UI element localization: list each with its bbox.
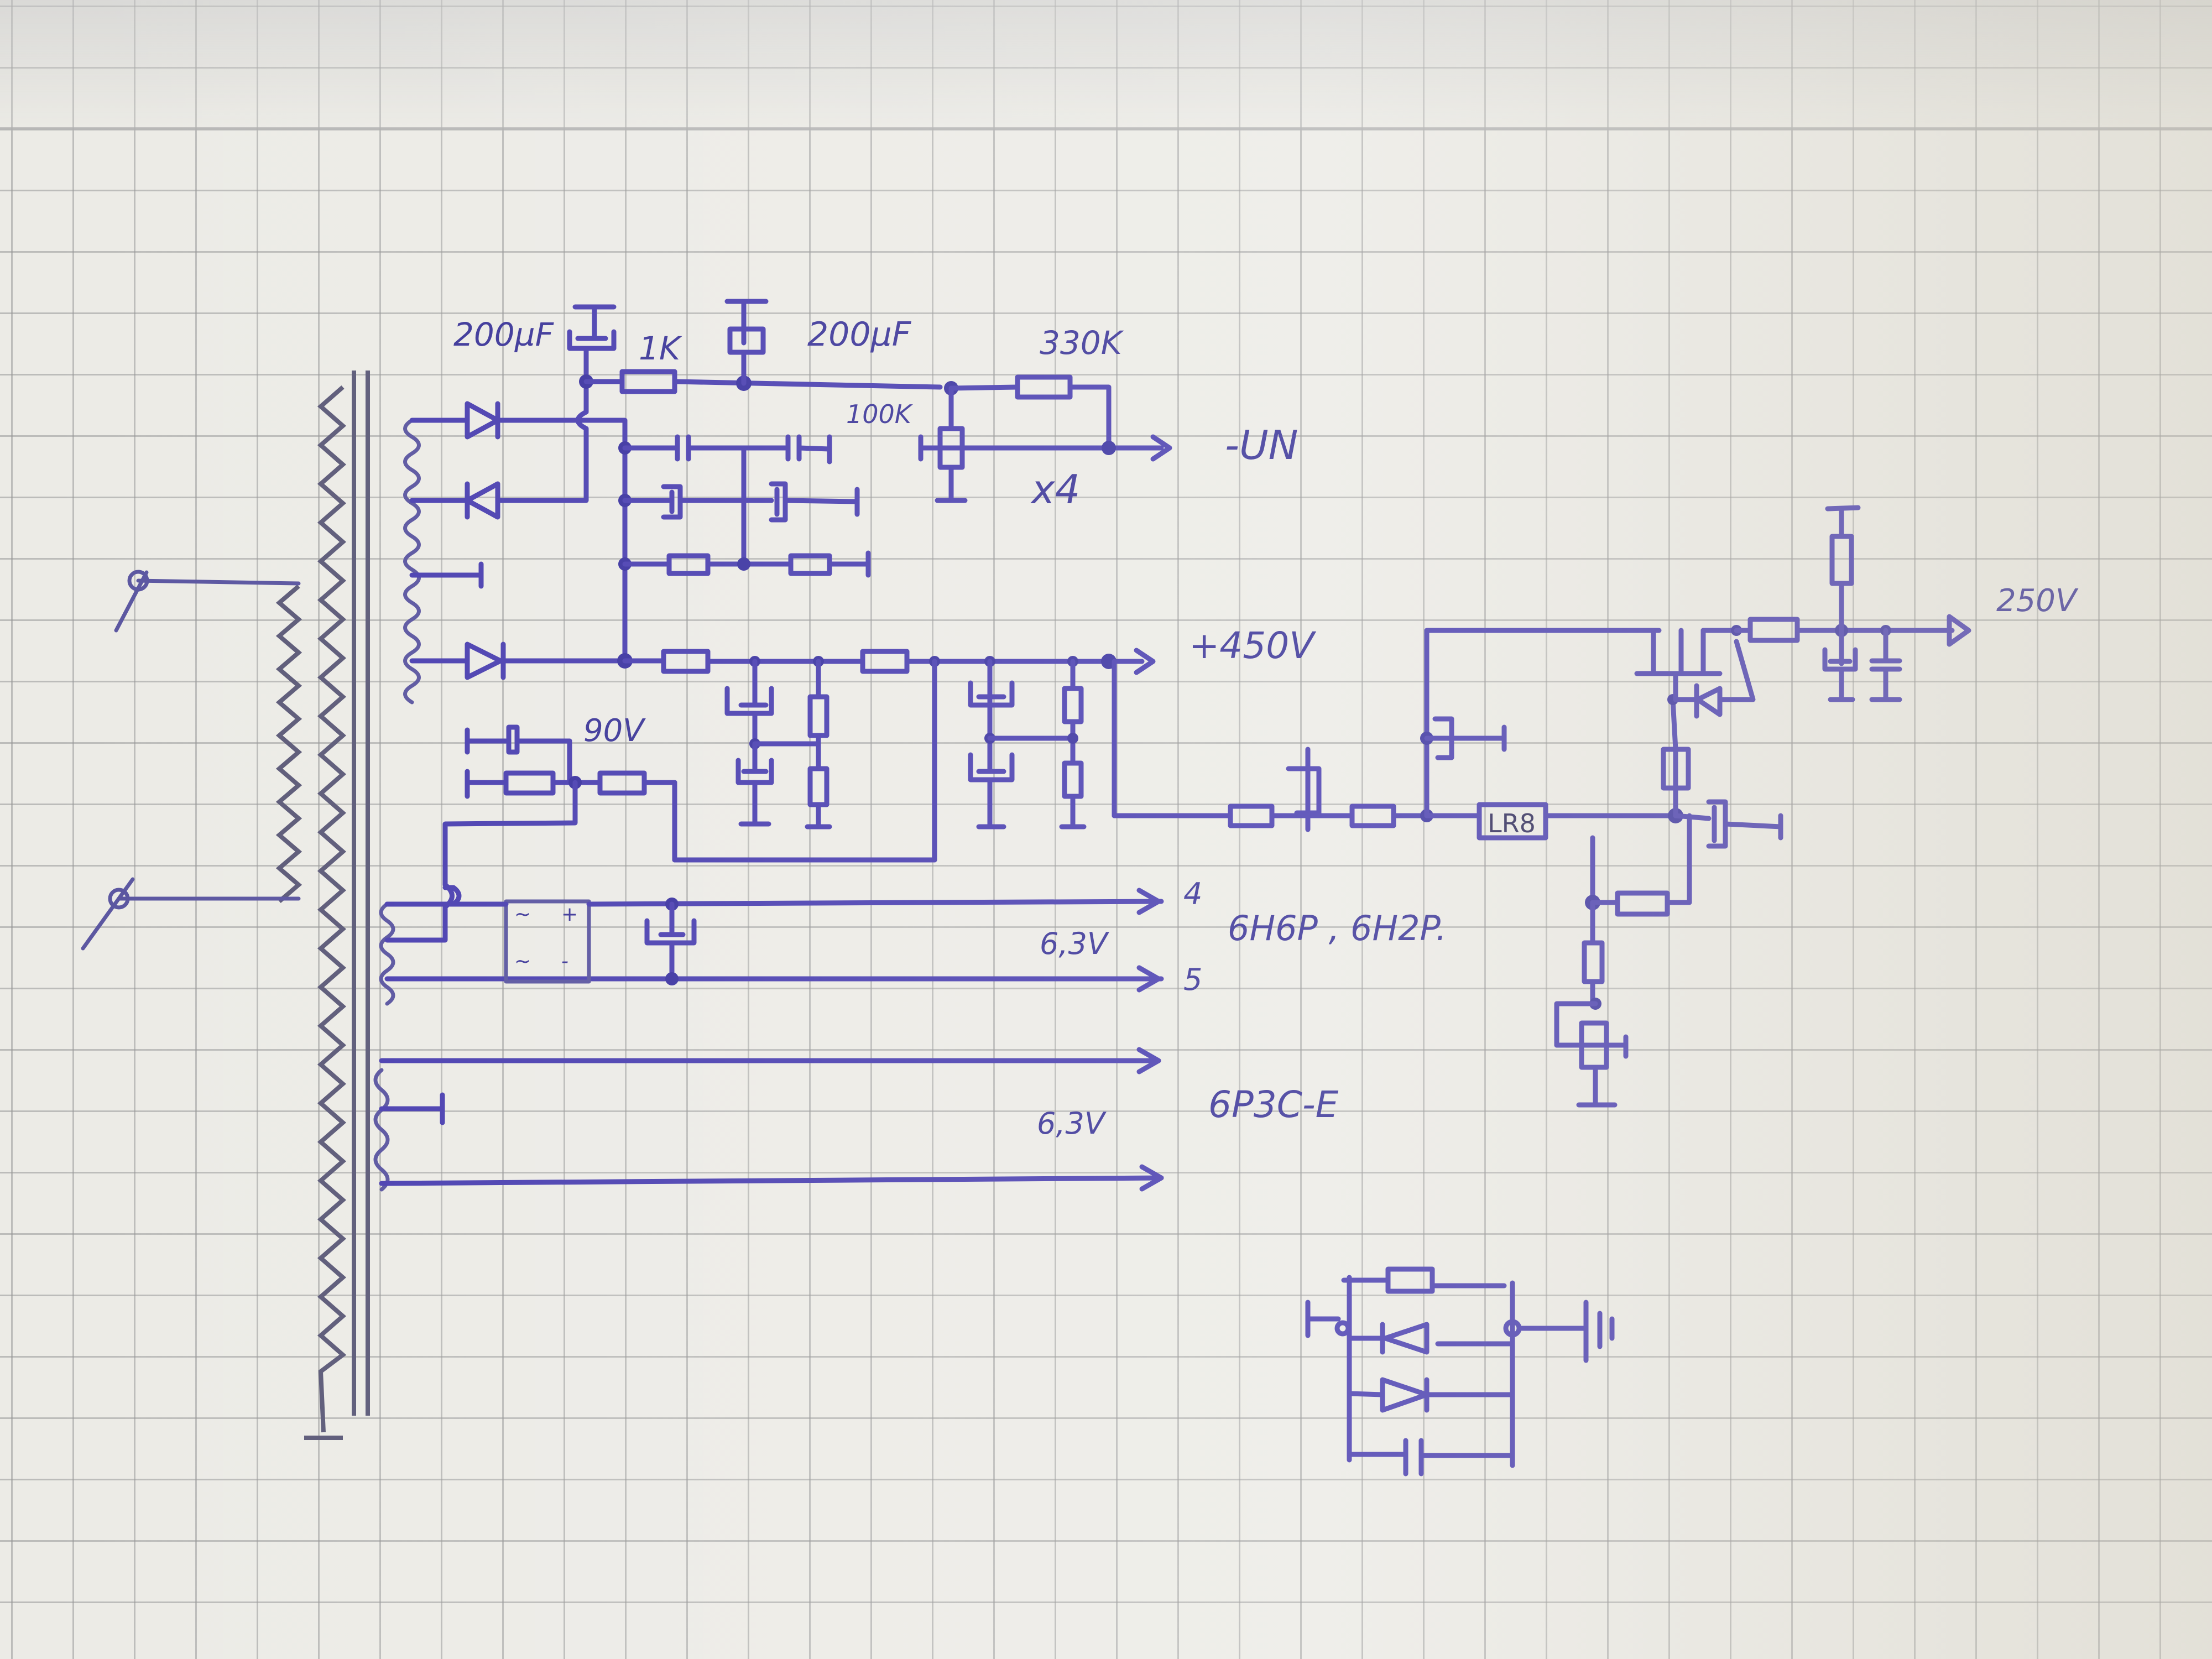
resistor-rr1 (1228, 804, 1275, 828)
label-cap-200uf-left: 200µF (453, 316, 555, 353)
diode-d2 (465, 481, 581, 520)
bridge-rectifier (504, 899, 591, 984)
label-reg-output: 250V (1996, 583, 2079, 619)
label-cap-200uf-mid: 200µF (807, 315, 912, 354)
label-pot-100k: 100K (846, 399, 914, 429)
resistor-r-hv2 (860, 649, 910, 674)
heater-filter-capacitor (644, 898, 697, 985)
potentiometer-100k (918, 385, 968, 503)
label-bridge-ac2: ~ (514, 950, 531, 973)
heater-2-bottom-wire (379, 1175, 1164, 1186)
label-multiplier: x4 (1030, 466, 1080, 513)
resistor-rr2 (1349, 804, 1396, 828)
label-heater1-tubes: 6H6P , 6H2P. (1228, 908, 1447, 948)
label-heater1-pin4: 4 (1183, 877, 1202, 911)
resistor-out (1747, 617, 1800, 643)
reg-output-arrow (1947, 614, 1971, 647)
tap-90v-section (442, 724, 677, 871)
heater-winding-2 (373, 1068, 390, 1192)
mains-input[interactable] (81, 570, 301, 951)
filter-section-1 (724, 656, 832, 830)
label-heater1-pin5: 5 (1183, 962, 1202, 997)
capacitor-200uf-mid (724, 299, 769, 386)
label-res-330k: 330K (1040, 324, 1124, 362)
label-bridge-plus: + (561, 903, 578, 926)
diode-zener-gate (1673, 639, 1756, 719)
label-heater2-tubes: 6P3C-E (1208, 1083, 1339, 1126)
resistor-out-pullup (1825, 505, 1861, 633)
label-bridge-ac1: ~ (514, 903, 531, 926)
diode-d3 (465, 641, 628, 680)
heater-winding-1 (379, 902, 395, 1006)
label-neg-bias: -UN (1225, 422, 1298, 468)
capacitor-out-electrolytic (1822, 628, 1858, 702)
label-tap-90v: 90V (583, 713, 646, 749)
notebook-fold (0, 0, 2212, 131)
hv-secondary-winding (403, 418, 421, 705)
transformer-primary-winding (317, 385, 347, 1433)
capacitor-200uf-left (567, 304, 617, 384)
capacitor-reg-out (1673, 799, 1783, 849)
resistor-330k (1015, 374, 1073, 400)
label-hv-output: +450V (1189, 624, 1316, 667)
label-heater2-voltage: 6,3V (1037, 1106, 1107, 1141)
label-bridge-minus: - (561, 950, 568, 973)
capacitor-out-film (1869, 625, 1902, 702)
label-heater1-voltage: 6,3V (1040, 926, 1110, 961)
resistor-r-hv1 (661, 649, 711, 674)
capacitor-rc2 (1420, 716, 1507, 760)
label-regulator: LR8 (1488, 808, 1536, 838)
filter-section-2 (968, 656, 1087, 830)
label-res-1k: 1K (639, 330, 682, 367)
trimmer-pot (1554, 1001, 1629, 1108)
neg-bias-arrow (1150, 434, 1172, 462)
transformer-tap-winding (275, 584, 302, 904)
transformer-core (352, 371, 370, 1416)
protection-network (1305, 1266, 1615, 1477)
diode-d1 (465, 401, 561, 440)
hv-output-arrow (1134, 648, 1156, 675)
resistor-1k (619, 369, 677, 394)
heater-1-pin4-wire (586, 899, 1164, 907)
resistor-adj (1615, 890, 1670, 917)
regulator-lr8 (1477, 802, 1548, 841)
resistor-adj-low (1582, 940, 1605, 984)
